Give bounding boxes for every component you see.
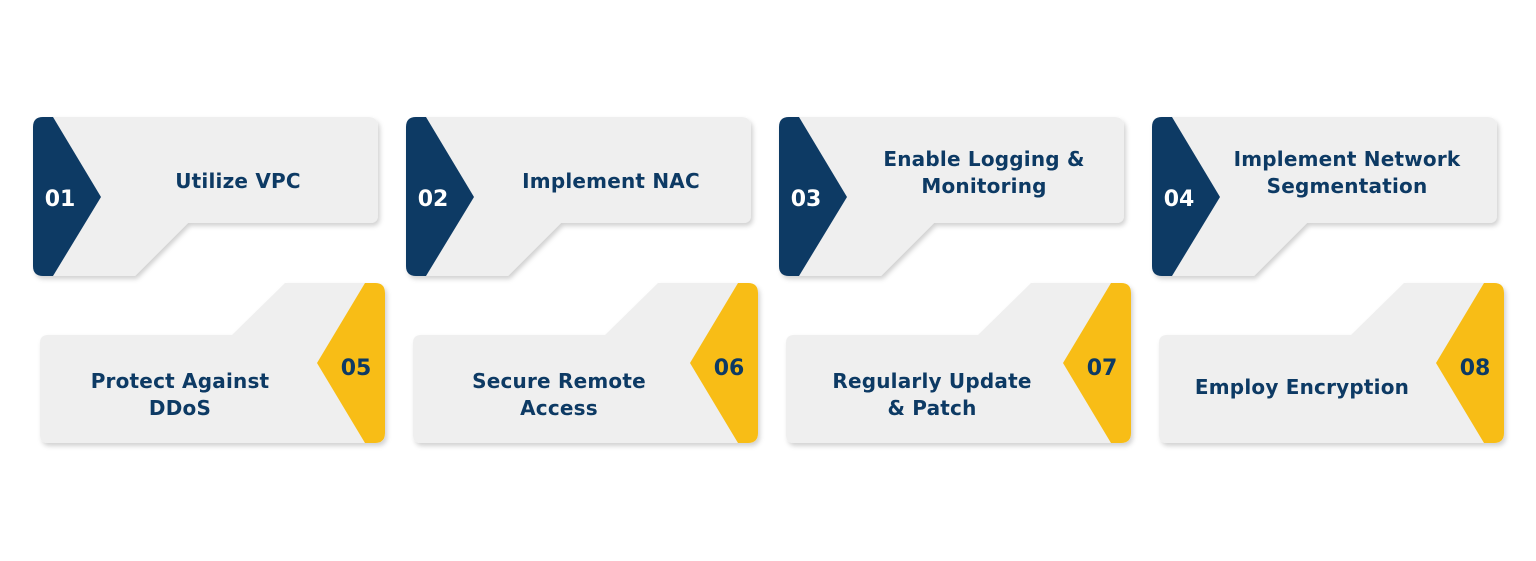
card-shape <box>33 117 378 276</box>
step-card-08: 08 Employ Encryption <box>1159 283 1509 447</box>
card-background <box>40 283 385 443</box>
card-background <box>413 283 758 443</box>
card-shape <box>1159 283 1504 443</box>
number-tab <box>317 283 385 443</box>
card-background <box>1159 283 1504 443</box>
step-card-06: 06 Secure Remote Access <box>413 283 763 447</box>
card-shape <box>413 283 758 443</box>
step-number: 02 <box>417 187 449 212</box>
card-background <box>786 283 1131 443</box>
number-tab <box>779 117 847 276</box>
step-label: Implement Network Segmentation <box>1233 147 1461 198</box>
step-card-05: 05 Protect Against DDoS <box>40 283 390 447</box>
card-shape <box>406 117 751 276</box>
step-label: Employ Encryption <box>1194 375 1410 399</box>
step-number: 05 <box>340 356 372 381</box>
card-background <box>1152 117 1497 276</box>
step-label: Utilize VPC <box>175 169 301 193</box>
step-number: 01 <box>44 187 76 212</box>
card-shape <box>1152 117 1497 276</box>
number-tab <box>1436 283 1504 443</box>
step-label: Secure Remote Access <box>472 369 646 420</box>
step-label: Regularly Update & Patch <box>832 369 1032 420</box>
number-tab <box>690 283 758 443</box>
step-label: Implement NAC <box>522 169 700 193</box>
number-tab <box>33 117 101 276</box>
number-tab <box>406 117 474 276</box>
card-background <box>779 117 1124 276</box>
step-number: 07 <box>1086 356 1118 381</box>
step-card-02: 02 Implement NAC <box>406 117 756 279</box>
card-background <box>33 117 378 276</box>
card-shape <box>779 117 1124 276</box>
step-label: Protect Against DDoS <box>90 369 270 420</box>
step-card-07: 07 Regularly Update & Patch <box>786 283 1136 447</box>
card-shape <box>40 283 385 443</box>
step-number: 03 <box>790 187 822 212</box>
step-card-04: 04 Implement Network Segmentation <box>1152 117 1502 279</box>
step-card-01: 01 Utilize VPC <box>33 117 383 279</box>
step-card-03: 03 Enable Logging & Monitoring <box>779 117 1129 279</box>
step-label: Enable Logging & Monitoring <box>883 147 1085 198</box>
card-background <box>406 117 751 276</box>
step-number: 08 <box>1459 356 1491 381</box>
step-number: 04 <box>1163 187 1195 212</box>
card-shape <box>786 283 1131 443</box>
step-number: 06 <box>713 356 745 381</box>
number-tab <box>1152 117 1220 276</box>
number-tab <box>1063 283 1131 443</box>
